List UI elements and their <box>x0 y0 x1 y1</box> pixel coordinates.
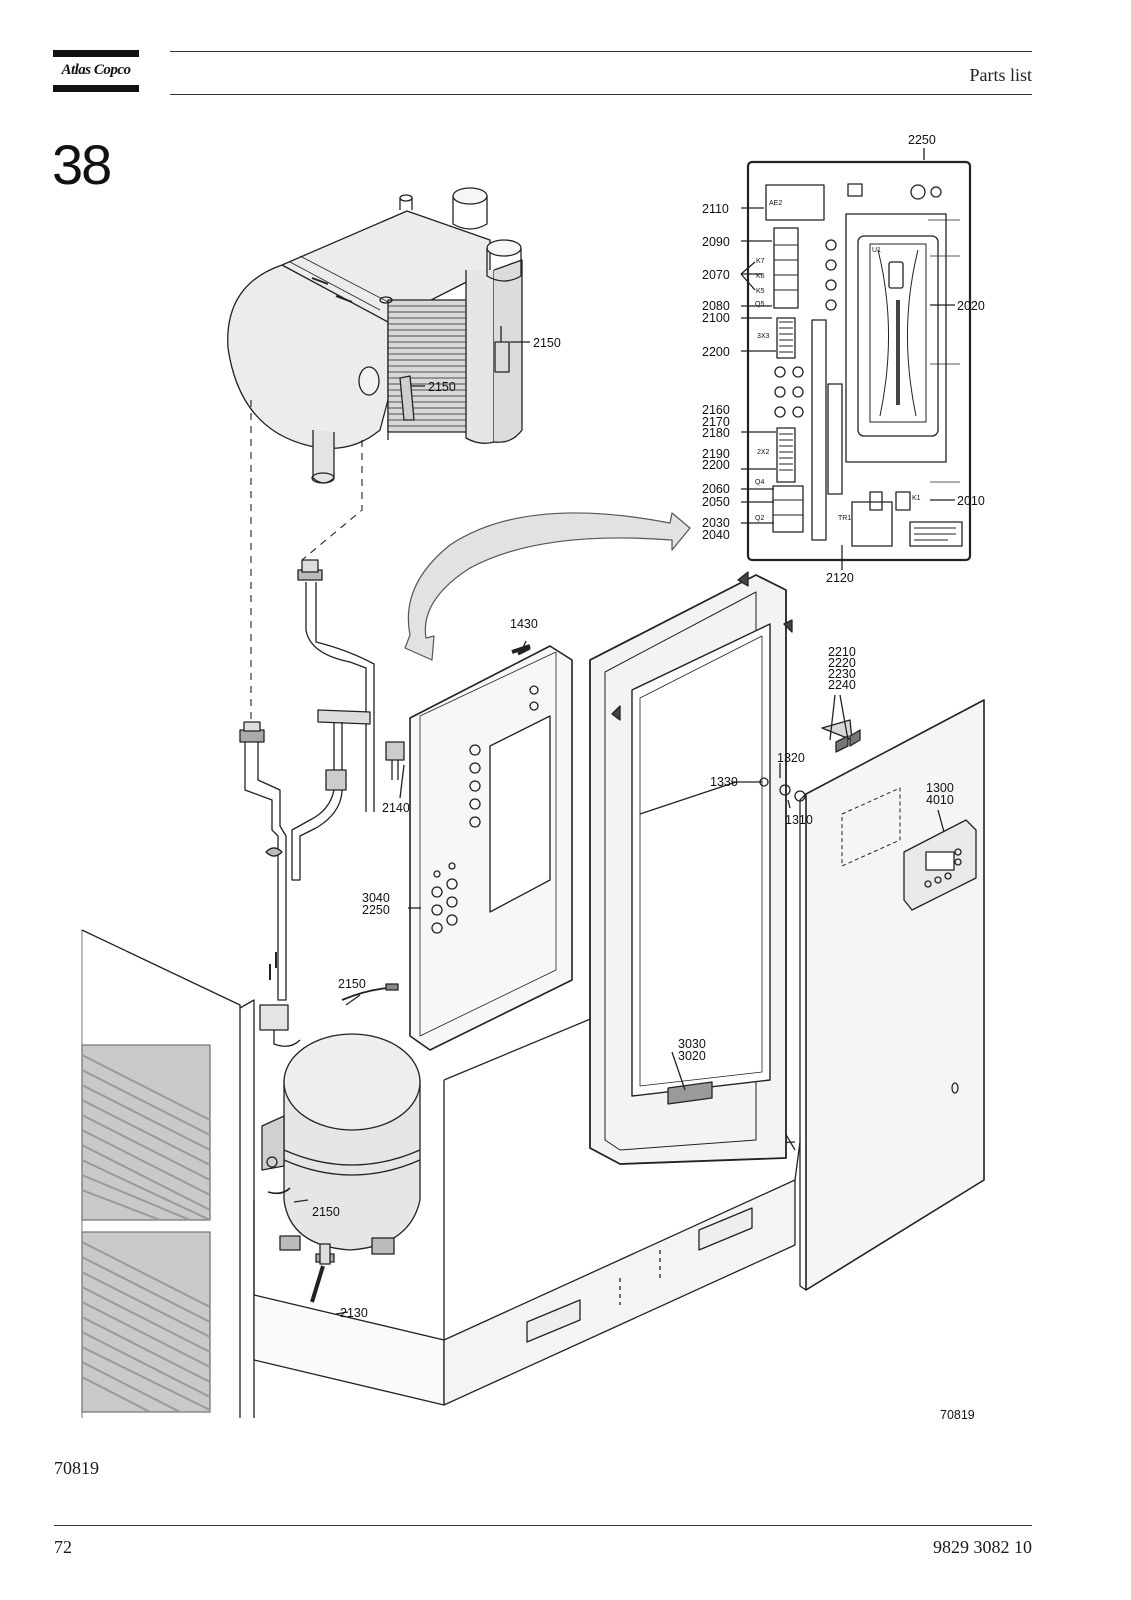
atlas-copco-logo: Atlas Copco <box>53 50 139 92</box>
panel-label-u1: U1 <box>872 247 881 254</box>
cabinet-door <box>799 699 985 1291</box>
panel-label-k1: K1 <box>912 495 921 502</box>
cabinet-side-grille <box>81 929 255 1418</box>
panel-label-k7: K7 <box>756 258 765 265</box>
panel-label-k6: K6 <box>756 273 765 280</box>
callout-2090: 2090 <box>702 235 730 249</box>
callout-1300: 1300 <box>926 781 954 795</box>
callout-2250-top: 2250 <box>908 133 936 147</box>
electrical-panel-inset <box>746 160 972 562</box>
mounting-plate <box>409 644 573 1051</box>
figure-reference: 70819 <box>54 1458 99 1478</box>
callout-2240: 2240 <box>828 678 856 692</box>
callout-2070: 2070 <box>702 268 730 282</box>
callout-3040: 3040 <box>362 891 390 905</box>
page-title: Parts list <box>969 65 1032 85</box>
page-number: 72 <box>54 1537 72 1557</box>
section-number: 38 <box>52 133 112 196</box>
callout-2230: 2230 <box>828 667 856 681</box>
callout-2250-b: 2250 <box>362 903 390 917</box>
figure-inset-id: 70819 <box>940 1408 975 1422</box>
callout-2190: 2190 <box>702 447 730 461</box>
callout-2010: 2010 <box>957 494 985 508</box>
callout-3020: 3020 <box>678 1049 706 1063</box>
panel-label-3x3: 3X3 <box>757 333 770 340</box>
callout-2200-a: 2200 <box>702 345 730 359</box>
callout-2020: 2020 <box>957 299 985 313</box>
heat-exchanger-unit <box>227 187 523 484</box>
panel-label-q4: Q4 <box>755 479 764 486</box>
document-number: 9829 3082 10 <box>933 1537 1032 1557</box>
callout-4010: 4010 <box>926 793 954 807</box>
header-rule-top <box>170 51 1032 52</box>
logo-bar-top <box>53 50 139 57</box>
callout-2210: 2210 <box>828 645 856 659</box>
callout-2050: 2050 <box>702 495 730 509</box>
footer-rule <box>54 1525 1032 1526</box>
callout-2130: 2130 <box>340 1306 368 1320</box>
callout-2150-c: 2150 <box>338 977 366 991</box>
refrigerant-piping <box>239 559 405 1047</box>
callout-2220: 2220 <box>828 656 856 670</box>
callout-1330: 1330 <box>710 775 738 789</box>
callout-2150-b: 2150 <box>428 380 456 394</box>
panel-label-q2: Q2 <box>755 515 764 522</box>
panel-label-2x2: 2X2 <box>757 449 770 456</box>
callout-1310: 1310 <box>785 813 813 827</box>
cabinet-frame <box>589 571 793 1165</box>
logo-wordmark: Atlas Copco <box>61 62 131 78</box>
compressor <box>261 1033 421 1303</box>
header-rule-bottom <box>170 94 1032 95</box>
callout-1320: 1320 <box>777 751 805 765</box>
logo-bar-bottom <box>53 85 139 92</box>
panel-label-q5: Q5 <box>755 301 764 308</box>
callout-2160: 2160 <box>702 403 730 417</box>
callout-2140: 2140 <box>382 801 410 815</box>
callout-2030: 2030 <box>702 516 730 530</box>
callout-2080: 2080 <box>702 299 730 313</box>
panel-label-k5: K5 <box>756 288 765 295</box>
callout-2170: 2170 <box>702 415 730 429</box>
panel-label-tr1: TR1 <box>838 515 851 522</box>
callout-1430: 1430 <box>510 617 538 631</box>
callout-2150-d: 2150 <box>312 1205 340 1219</box>
panel-label-ae2: AE2 <box>769 200 782 207</box>
callout-2110: 2110 <box>702 202 729 216</box>
callout-2180: 2180 <box>702 426 730 440</box>
callout-2040: 2040 <box>702 528 730 542</box>
callout-2120: 2120 <box>826 571 854 585</box>
callout-3030: 3030 <box>678 1037 706 1051</box>
callout-2060: 2060 <box>702 482 730 496</box>
base-plate <box>253 1014 801 1406</box>
callout-2150-a: 2150 <box>533 336 561 350</box>
callout-2100: 2100 <box>702 311 730 325</box>
callout-2200-b: 2200 <box>702 458 730 472</box>
